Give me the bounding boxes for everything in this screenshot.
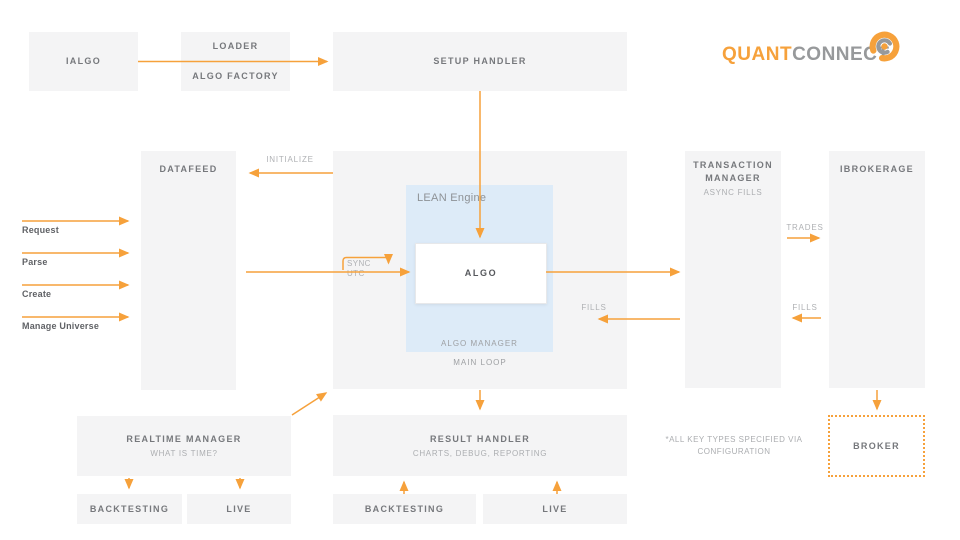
transaction-manager-label-line1: TRANSACTION — [693, 160, 773, 170]
arrow-realtime-to-mainloop — [291, 392, 328, 416]
node-ialgo: IALGO — [29, 32, 138, 91]
node-transaction-manager: TRANSACTION MANAGER ASYNC FILLS — [685, 151, 781, 388]
edge-label-fills-right: FILLS — [792, 303, 818, 312]
live-mid-label: LIVE — [542, 503, 568, 514]
side-label-manage-universe: Manage Universe — [22, 321, 100, 331]
node-broker-label: BROKER — [853, 440, 900, 451]
node-algo: ALGO — [415, 243, 547, 304]
live-left-label: LIVE — [226, 503, 252, 514]
main-loop-label: MAIN LOOP — [453, 358, 507, 367]
logo-text-connect: CONNECT — [792, 44, 890, 65]
node-ibrokerage: IBROKERAGE — [829, 151, 925, 388]
side-label-parse: Parse — [22, 257, 48, 267]
node-broker: BROKER — [828, 415, 925, 477]
lean-engine-label: LEAN Engine — [417, 192, 487, 204]
edge-label-trades: TRADES — [786, 223, 824, 232]
quantconnect-logo: QUANTCONNECT — [722, 31, 900, 67]
node-setup-handler: SETUP HANDLER — [333, 32, 627, 91]
node-live-result: LIVE — [483, 494, 627, 524]
realtime-manager-label: REALTIME MANAGER — [126, 434, 242, 444]
result-handler-label: RESULT HANDLER — [429, 433, 531, 444]
edge-label-initialize: INITIALIZE — [266, 155, 314, 164]
node-setup-handler-label: SETUP HANDLER — [433, 56, 527, 66]
node-algo-label: ALGO — [464, 268, 498, 278]
node-ibrokerage-label: IBROKERAGE — [839, 164, 914, 174]
node-loader-algo-factory: LOADER ALGO FACTORY — [181, 32, 290, 91]
node-realtime-manager: REALTIME MANAGER WHAT IS TIME? — [77, 416, 291, 476]
backtesting-mid-label: BACKTESTING — [364, 503, 445, 514]
swirl-icon — [869, 31, 900, 62]
configuration-note-line1: *ALL KEY TYPES SPECIFIED VIA — [665, 435, 803, 444]
configuration-note: *ALL KEY TYPES SPECIFIED VIA CONFIGURATI… — [660, 434, 808, 458]
node-datafeed-label: DATAFEED — [159, 164, 218, 174]
algo-manager-label: ALGO MANAGER — [441, 339, 518, 348]
node-loader-label: LOADER — [212, 41, 259, 51]
node-algo-factory-label: ALGO FACTORY — [192, 71, 279, 81]
node-result-handler: RESULT HANDLER CHARTS, DEBUG, REPORTING — [333, 415, 627, 476]
configuration-note-line2: CONFIGURATION — [697, 447, 771, 456]
side-label-create: Create — [22, 289, 52, 299]
logo-text-quant: QUANT — [722, 44, 793, 65]
node-live-realtime: LIVE — [187, 494, 291, 524]
side-label-request: Request — [22, 225, 59, 235]
node-datafeed: DATAFEED — [141, 151, 236, 390]
backtesting-left-label: BACKTESTING — [89, 503, 170, 514]
node-backtesting-realtime: BACKTESTING — [77, 494, 182, 524]
node-ialgo-label: IALGO — [66, 56, 101, 66]
edge-label-sync-utc: SYNC UTC — [347, 259, 371, 278]
node-backtesting-result: BACKTESTING — [333, 494, 476, 524]
transaction-manager-sublabel: ASYNC FILLS — [703, 188, 763, 197]
result-handler-sublabel: CHARTS, DEBUG, REPORTING — [412, 448, 548, 458]
edge-label-fills-center: FILLS — [581, 303, 607, 312]
realtime-manager-sublabel: WHAT IS TIME? — [150, 449, 218, 458]
transaction-manager-label-line2: MANAGER — [705, 173, 761, 183]
